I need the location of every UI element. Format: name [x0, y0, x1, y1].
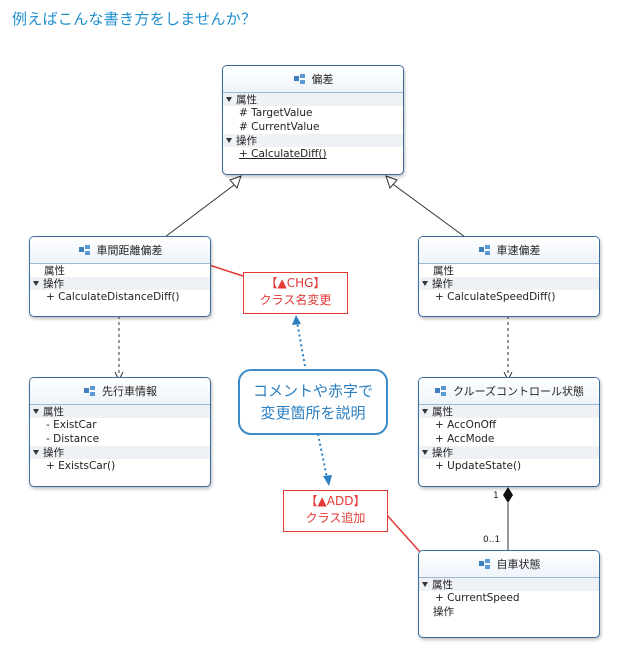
operations-section[interactable]: 操作: [30, 446, 210, 459]
attributes-section[interactable]: 属性: [223, 93, 403, 106]
collapse-arrow-icon[interactable]: [226, 138, 232, 143]
collapse-arrow-icon[interactable]: [422, 409, 428, 414]
class-name: 先行車情報: [102, 385, 157, 398]
collapse-arrow-icon[interactable]: [33, 450, 39, 455]
attribute-item: + AccOnOff: [435, 419, 497, 431]
collapse-arrow-icon[interactable]: [422, 582, 428, 587]
section-label: 属性: [432, 579, 453, 591]
class-header: 偏差: [223, 66, 403, 93]
class-header: 先行車情報: [30, 378, 210, 405]
add-text: クラス追加: [305, 511, 366, 525]
multiplicity-one: 1: [493, 491, 499, 501]
class-icon: [478, 559, 490, 569]
attributes-section[interactable]: 属性: [30, 405, 210, 418]
operation-item: + ExistsCar(): [46, 460, 116, 472]
bubble-pointer-down-head: [323, 475, 332, 486]
multiplicity-zero-to-one: 0..1: [483, 535, 501, 545]
chg-annotation: 【▲CHG】 クラス名変更: [243, 272, 348, 314]
operations-section: 操作: [419, 605, 599, 618]
section-label: 属性: [432, 406, 453, 418]
attributes-section[interactable]: 属性: [419, 405, 599, 418]
class-hensa[interactable]: 偏差 属性 # TargetValue # CurrentValue 操作 + …: [222, 65, 404, 175]
section-label: 操作: [432, 278, 453, 290]
attribute-item: - ExistCar: [46, 419, 97, 431]
section-label: 属性: [44, 265, 65, 277]
comment-bubble: コメントや赤字で 変更箇所を説明: [238, 369, 388, 435]
operation-item: + CalculateDistanceDiff(): [46, 291, 180, 303]
class-name: 車間距離偏差: [96, 244, 163, 257]
collapse-arrow-icon[interactable]: [226, 97, 232, 102]
collapse-arrow-icon[interactable]: [422, 281, 428, 286]
class-header: 自車状態: [419, 551, 599, 578]
section-label: 属性: [236, 94, 257, 106]
class-header: 車間距離偏差: [30, 237, 210, 264]
chg-tag: 【▲CHG】: [265, 276, 326, 290]
class-cruise-control-jotai[interactable]: クルーズコントロール状態 属性 + AccOnOff + AccMode 操作 …: [418, 377, 600, 487]
class-senkosha-joho[interactable]: 先行車情報 属性 - ExistCar - Distance 操作 + Exis…: [29, 377, 211, 487]
operation-item: + CalculateDiff(): [239, 148, 327, 160]
attributes-section[interactable]: 属性: [419, 578, 599, 591]
section-label: 操作: [432, 447, 453, 459]
class-name: 自車状態: [496, 558, 541, 571]
section-label: 属性: [43, 406, 64, 418]
collapse-arrow-icon[interactable]: [422, 450, 428, 455]
collapse-arrow-icon[interactable]: [33, 281, 39, 286]
class-icon: [84, 386, 95, 396]
class-icon: [293, 74, 305, 84]
attribute-item: # TargetValue: [239, 107, 313, 119]
bubble-pointer-up-head: [292, 315, 301, 325]
add-annotation: 【▲ADD】 クラス追加: [283, 490, 388, 532]
class-jisha-jotai[interactable]: 自車状態 属性 + CurrentSpeed 操作: [418, 550, 600, 638]
operations-section[interactable]: 操作: [419, 446, 599, 459]
attribute-item: - Distance: [46, 433, 100, 445]
class-header: 車速偏差: [419, 237, 599, 264]
class-name: クルーズコントロール状態: [452, 385, 585, 398]
chg-text: クラス名変更: [259, 293, 332, 307]
generalization-line-left: [164, 181, 239, 238]
operation-item: + UpdateState(): [435, 460, 522, 472]
generalization-line-right: [389, 181, 466, 238]
operations-section[interactable]: 操作: [419, 277, 599, 290]
class-icon: [434, 386, 446, 396]
class-shasoku-hensa[interactable]: 車速偏差 属性 操作 + CalculateSpeedDiff(): [418, 236, 600, 317]
operations-section[interactable]: 操作: [223, 134, 403, 147]
add-leader-line: [385, 513, 421, 553]
class-icon: [78, 245, 90, 255]
bubble-pointer-up: [296, 321, 306, 367]
attribute-item: # CurrentValue: [239, 121, 320, 133]
page-title: 例えばこんな書き方をしませんか？: [12, 10, 257, 28]
attributes-section: 属性: [30, 264, 210, 277]
attribute-item: + CurrentSpeed: [435, 592, 520, 604]
operation-item: + CalculateSpeedDiff(): [435, 291, 556, 303]
section-label: 属性: [433, 265, 454, 277]
generalization-arrow-right: [385, 175, 398, 189]
class-header: クルーズコントロール状態: [419, 378, 599, 405]
composition-diamond: [503, 487, 513, 503]
section-label: 操作: [43, 447, 64, 459]
attributes-section: 属性: [419, 264, 599, 277]
class-icon: [478, 245, 490, 255]
collapse-arrow-icon[interactable]: [33, 409, 39, 414]
bubble-line-2: 変更箇所を説明: [260, 404, 366, 422]
operations-section[interactable]: 操作: [30, 277, 210, 290]
bubble-pointer-down: [317, 433, 328, 479]
class-shakan-kyori-hensa[interactable]: 車間距離偏差 属性 操作 + CalculateDistanceDiff(): [29, 236, 211, 317]
generalization-arrow-left: [229, 175, 242, 189]
section-label: 操作: [43, 278, 64, 290]
add-tag: 【▲ADD】: [305, 494, 366, 508]
class-name: 偏差: [311, 73, 334, 86]
bubble-line-1: コメントや赤字で: [252, 382, 373, 400]
section-label: 操作: [433, 606, 454, 618]
class-name: 車速偏差: [496, 244, 541, 257]
attribute-item: + AccMode: [435, 433, 495, 445]
section-label: 操作: [236, 135, 257, 147]
